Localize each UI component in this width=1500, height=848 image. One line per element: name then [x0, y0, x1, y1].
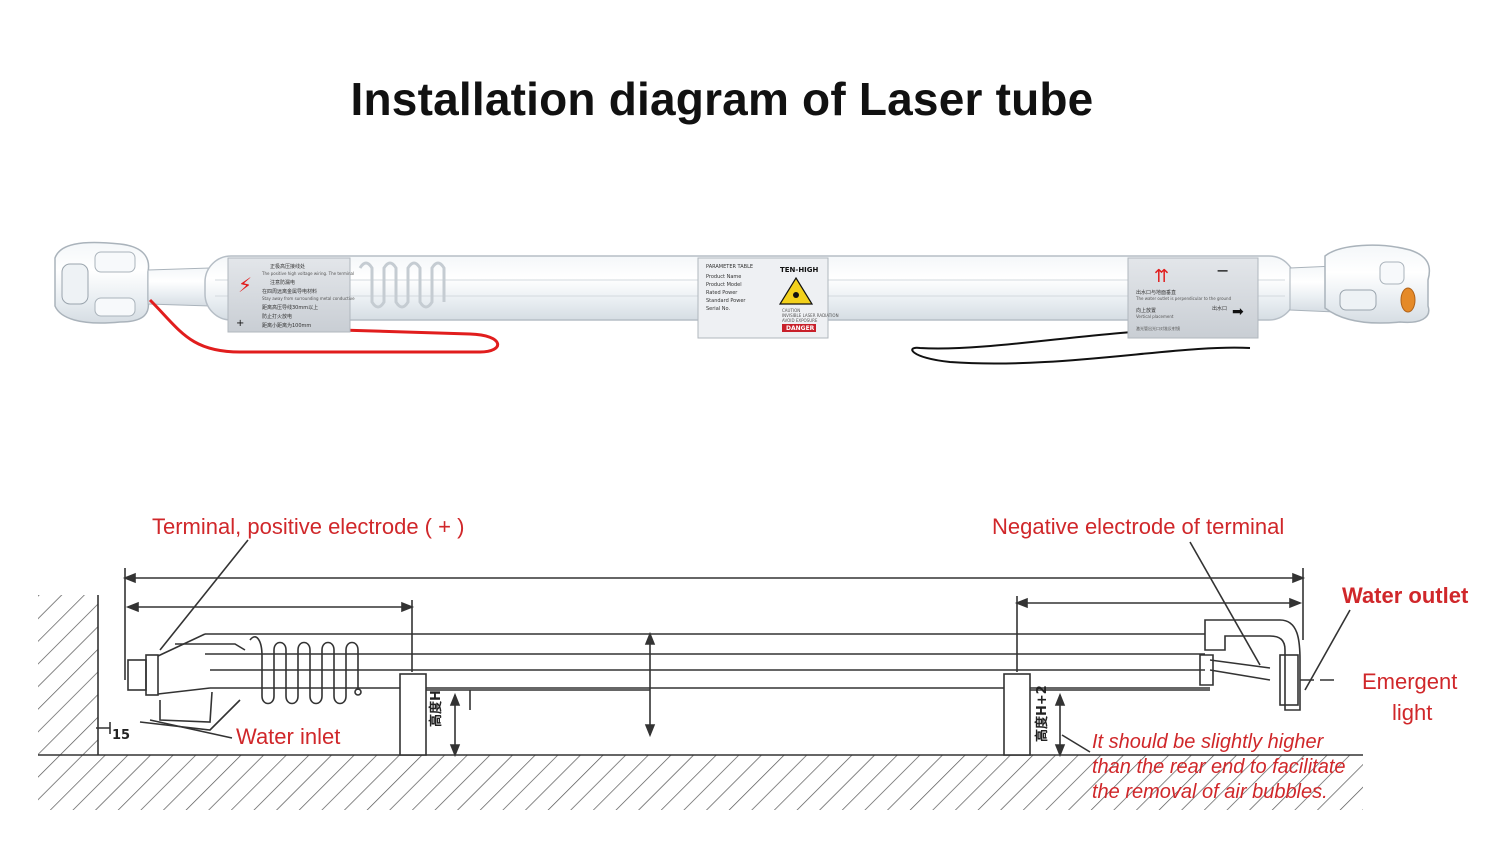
svg-text:The positive high voltage wiri: The positive high voltage wiring. The te… — [261, 271, 354, 276]
svg-text:向上放置: 向上放置 — [1136, 307, 1156, 314]
svg-text:出水口与地面垂直: 出水口与地面垂直 — [1136, 289, 1176, 296]
technical-drawing — [38, 539, 1363, 810]
right-end-cap — [1289, 244, 1431, 324]
water-outlet-label: Water outlet — [1342, 583, 1469, 608]
plus-icon: + — [236, 318, 244, 329]
label-left: ⚡ + 正极高压接线处 The positive high voltage wi… — [227, 257, 355, 333]
emergent-light-label-line-2: light — [1392, 700, 1432, 725]
svg-text:Product Model: Product Model — [706, 282, 742, 288]
black-wire — [911, 329, 1251, 365]
svg-text:Standard Power: Standard Power — [706, 298, 746, 304]
negative-electrode-label: Negative electrode of terminal — [992, 514, 1284, 539]
svg-text:在四周远离金属导电材料: 在四周远离金属导电材料 — [262, 288, 317, 295]
svg-text:出水口: 出水口 — [1212, 305, 1227, 312]
emergent-light-label-line-1: Emergent — [1362, 669, 1457, 694]
cooling-coil — [358, 261, 446, 309]
page-title: Installation diagram of Laser tube — [350, 73, 1094, 125]
svg-text:Product Name: Product Name — [706, 274, 741, 280]
lightning-icon: ⚡ — [238, 273, 252, 297]
note-line-1: It should be slightly higher — [1092, 731, 1325, 753]
arrow-right-icon: ➡ — [1232, 304, 1244, 320]
svg-text:Vertical placement: Vertical placement — [1136, 314, 1174, 319]
positive-electrode-label: Terminal, positive electrode ( + ) — [152, 514, 464, 539]
coil-drawing — [249, 636, 359, 705]
svg-text:The water outlet is perpendicu: The water outlet is perpendicular to the… — [1135, 296, 1232, 301]
svg-text:INVISIBLE LASER RADIATION: INVISIBLE LASER RADIATION — [782, 313, 839, 318]
svg-text:防止打火放电: 防止打火放电 — [262, 313, 292, 320]
red-wire — [148, 298, 500, 354]
svg-text:距离高压导线30mm以上: 距离高压导线30mm以上 — [262, 304, 318, 311]
svg-text:Stay away from surrounding met: Stay away from surrounding metal conduct… — [262, 296, 355, 301]
svg-text:激光管出光口对准反射镜: 激光管出光口对准反射镜 — [1136, 325, 1180, 331]
left-end-cap — [54, 241, 211, 324]
svg-text:注意防漏电: 注意防漏电 — [270, 279, 295, 286]
laser-tube-photo: ⚡ + 正极高压接线处 The positive high voltage wi… — [54, 241, 1431, 365]
svg-text:距离小距离为100mm: 距离小距离为100mm — [262, 322, 311, 329]
label-right: ⇈ − ➡ 出水口与地面垂直 The water outlet is perpe… — [1127, 257, 1259, 339]
note-line-2: than the rear end to facilitate — [1092, 756, 1346, 778]
wall-hatch — [38, 595, 98, 755]
svg-text:Rated Power: Rated Power — [706, 290, 738, 296]
note-line-3: the removal of air bubbles. — [1092, 781, 1328, 803]
dim-15-label: 15 — [112, 728, 130, 743]
floor-hatch — [38, 755, 1363, 810]
support-left — [399, 673, 427, 756]
minus-icon: − — [1216, 261, 1229, 280]
svg-text:正极高压接线处: 正极高压接线处 — [270, 263, 305, 270]
svg-text:PARAMETER TABLE: PARAMETER TABLE — [706, 264, 753, 270]
laser-warning-icon — [778, 276, 814, 305]
svg-text:AVOID EXPOSURE: AVOID EXPOSURE — [782, 318, 818, 323]
label-center: PARAMETER TABLE Product Name Product Mod… — [697, 257, 839, 339]
dim-h-label: 高度H — [428, 690, 444, 727]
danger-badge: DANGER — [786, 325, 815, 332]
svg-text:Serial No.: Serial No. — [706, 306, 730, 312]
water-inlet-label: Water inlet — [236, 724, 340, 749]
up-arrows-icon: ⇈ — [1154, 266, 1169, 287]
support-right — [1003, 673, 1031, 756]
brand-text: TEN-HIGH — [780, 266, 819, 274]
svg-text:CAUTION: CAUTION — [782, 308, 800, 313]
dim-h2-label: 高度H+2 — [1034, 685, 1050, 742]
